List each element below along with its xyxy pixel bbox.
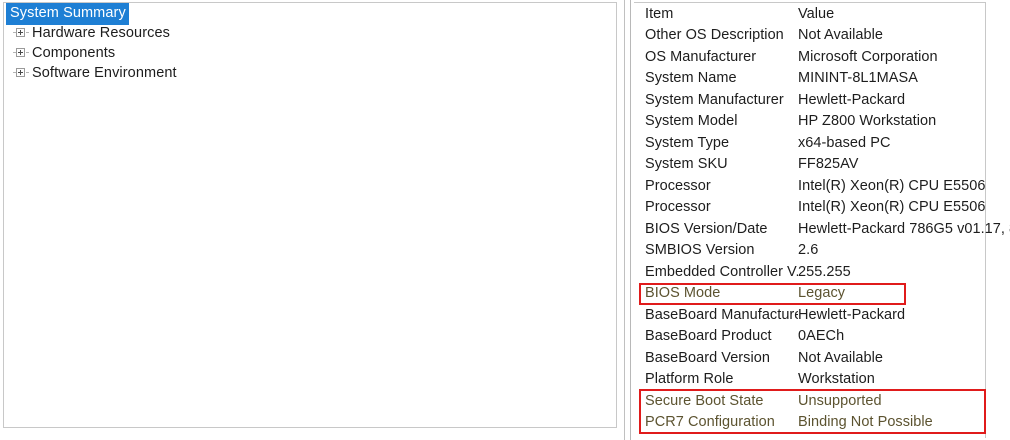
detail-item-cell: BIOS Version/Date [645,220,768,237]
detail-item-cell: System Model [645,113,738,130]
detail-value-cell: Binding Not Possible [798,414,933,431]
detail-item-cell: SMBIOS Version [645,242,755,259]
detail-row[interactable]: System Model HP Z800 Workstation [634,111,1010,133]
detail-row[interactable]: System Manufacturer Hewlett-Packard [634,89,1010,111]
detail-value-cell: Intel(R) Xeon(R) CPU E5506 [798,177,986,194]
detail-row[interactable]: OS Manufacturer Microsoft Corporation [634,46,1010,68]
detail-item-cell: BIOS Mode [645,285,721,302]
detail-row[interactable]: BaseBoard Version Not Available [634,347,1010,369]
column-header-item: Item [645,5,674,22]
detail-item-cell: Processor [645,199,711,216]
detail-row[interactable]: Embedded Controller V...255.255 [634,261,1010,283]
detail-item-cell: Other OS Description [645,27,784,44]
detail-value-cell: Workstation [798,371,875,388]
expand-plus-icon[interactable] [13,25,29,41]
detail-row[interactable]: BIOS Version/Date Hewlett-Packard 786G5 v… [634,218,1010,240]
tree-item-label: Components [32,45,116,61]
detail-item-cell: System SKU [645,156,728,173]
detail-row[interactable]: Secure Boot State Unsupported [634,390,1010,412]
tree-item-label: Software Environment [32,65,177,81]
detail-value-cell: Hewlett-Packard [798,306,906,323]
detail-item-cell: PCR7 Configuration [645,414,775,431]
detail-value-cell: Unsupported [798,392,882,409]
tree-item-label: Hardware Resources [32,25,170,41]
detail-value-cell: FF825AV [798,156,859,173]
detail-row[interactable]: Platform Role Workstation [634,369,1010,391]
pane-splitter[interactable] [622,0,634,440]
detail-value-cell: HP Z800 Workstation [798,113,937,130]
detail-value-cell: 255.255 [798,263,851,280]
detail-row[interactable]: Processor Intel(R) Xeon(R) CPU E5506 [634,197,1010,219]
detail-row[interactable]: System Type x64-based PC [634,132,1010,154]
detail-value-cell: 2.6 [798,242,819,259]
detail-item-cell: OS Manufacturer [645,48,757,65]
detail-value-cell: 0AECh [798,328,845,345]
detail-value-cell: Hewlett-Packard 786G5 v01.17, 8/ [798,220,1010,237]
detail-row[interactable]: BIOS Mode Legacy [634,283,1010,305]
tree-item-components[interactable]: Components [4,43,616,63]
tree-item-system-summary[interactable]: System Summary [4,3,616,25]
tree-item-software-environment[interactable]: Software Environment [4,63,616,83]
detail-header-row: Item Value [634,3,1010,25]
detail-item-cell: Platform Role [645,371,734,388]
detail-row[interactable]: Processor Intel(R) Xeon(R) CPU E5506 [634,175,1010,197]
detail-item-cell: Processor [645,177,711,194]
detail-value-cell: Not Available [798,349,884,366]
detail-item-cell: Secure Boot State [645,392,764,409]
detail-value-cell: Microsoft Corporation [798,48,938,65]
detail-value-cell: Hewlett-Packard [798,91,906,108]
detail-row[interactable]: System SKU FF825AV [634,154,1010,176]
detail-item-cell: System Manufacturer [645,91,784,108]
column-header-value: Value [798,5,835,22]
detail-row[interactable]: System Name MININT-8L1MASA [634,68,1010,90]
detail-row[interactable]: BaseBoard Product 0AECh [634,326,1010,348]
expand-plus-icon[interactable] [13,65,29,81]
detail-item-cell: Embedded Controller V... [645,263,798,280]
detail-value-cell: Not Available [798,27,884,44]
detail-item-cell: System Name [645,70,737,87]
detail-value-cell: MININT-8L1MASA [798,70,918,87]
tree-item-label: System Summary [6,3,129,25]
detail-row[interactable]: SMBIOS Version 2.6 [634,240,1010,262]
detail-value-cell: Intel(R) Xeon(R) CPU E5506 [798,199,986,216]
splitter-line-left [624,0,625,440]
splitter-line-right [630,0,631,440]
detail-item-cell: BaseBoard Version [645,349,770,366]
detail-value-cell: x64-based PC [798,134,891,151]
detail-row[interactable]: Other OS Description Not Available [634,25,1010,47]
detail-item-cell: BaseBoard Manufacturer [645,306,798,323]
detail-item-cell: BaseBoard Product [645,328,772,345]
expand-plus-icon[interactable] [13,45,29,61]
detail-value-cell: Legacy [798,285,846,302]
detail-item-cell: System Type [645,134,730,151]
detail-row[interactable]: PCR7 Configuration Binding Not Possible [634,412,1010,434]
tree-item-hardware-resources[interactable]: Hardware Resources [4,23,616,43]
